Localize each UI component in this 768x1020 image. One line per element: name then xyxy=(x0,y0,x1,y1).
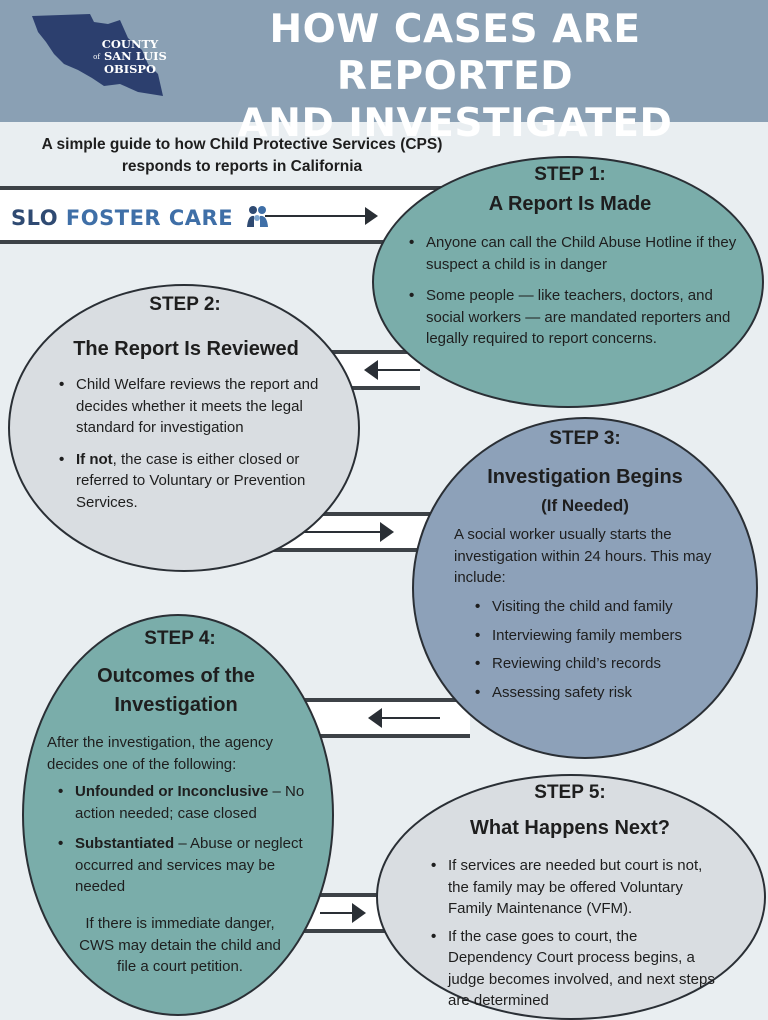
logo-line-name: of SAN LUIS xyxy=(78,50,182,63)
step-3-intro: A social worker usually starts the inves… xyxy=(454,526,712,586)
header-banner: COUNTY of SAN LUIS OBISPO HOW CASES ARE … xyxy=(0,0,768,146)
step-1-bullet: Some people — like teachers, doctors, an… xyxy=(406,285,746,350)
step-4-intro: After the investigation, the agency deci… xyxy=(47,734,273,773)
step-3-bullet: Reviewing child’s records xyxy=(472,653,732,675)
page-title: HOW CASES ARE REPORTED AND INVESTIGATED xyxy=(145,6,765,147)
logo-line-san-luis: SAN LUIS xyxy=(103,49,167,63)
subtitle-line-1: A simple guide to how Child Protective S… xyxy=(41,136,443,153)
outcome-2-bold: Substantiated xyxy=(75,835,175,852)
outcome-1-bold: Unfounded or Inconclusive xyxy=(75,783,269,800)
step-3-bullets: Visiting the child and family Interviewi… xyxy=(472,596,732,703)
step-1-number: STEP 1: xyxy=(534,164,606,185)
step-5-title: What Happens Next? xyxy=(469,817,671,839)
outcome-1-rest: – No action needed; case closed xyxy=(75,783,305,822)
left-arrow-icon xyxy=(364,360,378,380)
step-2-bullet-bold: If not xyxy=(76,450,113,468)
step-4-number: STEP 4: xyxy=(144,628,216,649)
subtitle-line-2: responds to reports in California xyxy=(121,158,363,175)
logo-line-obispo: OBISPO xyxy=(103,62,157,76)
step-5-number: STEP 5: xyxy=(534,782,606,803)
step-2-bullet-rest: , the case is either closed or referred … xyxy=(76,450,306,511)
step-4-outcome: Substantiated – Abuse or neglect occurre… xyxy=(55,833,317,898)
connector-band-3 xyxy=(300,698,470,738)
county-logo: COUNTY of SAN LUIS OBISPO xyxy=(30,12,167,100)
county-map-icon xyxy=(32,14,163,96)
outcome-2-rest: – Abuse or neglect occurred and services… xyxy=(75,835,303,895)
logo-mark: of xyxy=(93,53,100,61)
step-4-outcome: Unfounded or Inconclusive – No action ne… xyxy=(55,781,317,824)
step-2-title: The Report Is Reviewed xyxy=(73,338,299,360)
step-1-bullets: Anyone can call the Child Abuse Hotline … xyxy=(406,232,746,350)
step-3-bullet: Visiting the child and family xyxy=(472,596,732,618)
step-3-number: STEP 3: xyxy=(549,428,621,449)
step-1-title: A Report Is Made xyxy=(488,193,652,215)
brand-slo: SLO xyxy=(11,206,66,230)
step-2-bullets: Child Welfare reviews the report and dec… xyxy=(56,374,341,513)
brand-band xyxy=(0,186,460,244)
step-2-number: STEP 2: xyxy=(149,294,221,315)
step-3-subtitle: (If Needed) xyxy=(541,496,629,515)
family-icon xyxy=(246,206,268,227)
right-arrow-icon xyxy=(265,207,378,225)
step-5-bullet: If services are needed but court is not,… xyxy=(428,855,724,920)
step-1-bullet: Anyone can call the Child Abuse Hotline … xyxy=(406,232,746,275)
right-arrow-icon xyxy=(380,522,394,542)
step-4-title-1: Outcomes of the xyxy=(97,665,255,687)
brand-foster-care: FOSTER CARE xyxy=(65,206,234,230)
subtitle: A simple guide to how Child Protective S… xyxy=(18,134,466,178)
step-3-bullet: Interviewing family members xyxy=(472,625,732,647)
right-arrow-icon xyxy=(352,903,366,923)
title-line-2: AND INVESTIGATED xyxy=(237,101,673,146)
step-5-bullet: If the case goes to court, the Dependenc… xyxy=(428,926,724,1012)
step-4-title-2: Investigation xyxy=(114,694,238,716)
step-1-circle xyxy=(372,156,764,408)
brand-logo: SLO FOSTER CARE xyxy=(11,203,270,230)
step-3-title: Investigation Begins xyxy=(487,466,683,488)
logo-line-county: COUNTY xyxy=(101,37,159,51)
left-arrow-icon xyxy=(368,708,382,728)
step-4-outcomes: Unfounded or Inconclusive – No action ne… xyxy=(55,781,317,898)
logo-text: COUNTY of SAN LUIS OBISPO xyxy=(78,38,182,75)
title-line-1: HOW CASES ARE REPORTED xyxy=(269,7,641,99)
step-5-bullets: If services are needed but court is not,… xyxy=(428,855,724,1012)
step-2-bullet: If not, the case is either closed or ref… xyxy=(56,449,341,514)
step-2-bullet: Child Welfare reviews the report and dec… xyxy=(56,374,341,439)
step-4-note: If there is immediate danger, CWS may de… xyxy=(79,915,281,975)
step-3-bullet: Assessing safety risk xyxy=(472,682,732,704)
